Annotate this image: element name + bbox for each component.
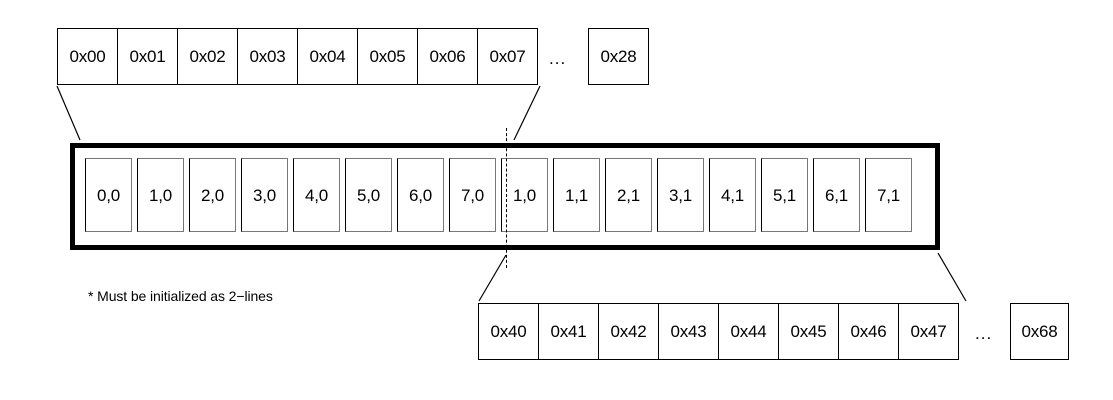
leader-line-bottom-left bbox=[478, 254, 507, 302]
cache-cell: 0,0 bbox=[85, 158, 132, 232]
leader-line-top-right bbox=[513, 85, 541, 141]
cache-cell: 7,1 bbox=[865, 158, 912, 232]
address-cell: 0x46 bbox=[838, 303, 899, 360]
address-cell: 0x00 bbox=[57, 28, 118, 85]
address-cell: 0x42 bbox=[598, 303, 659, 360]
cache-cell: 1,1 bbox=[553, 158, 600, 232]
address-cell: 0x40 bbox=[478, 303, 539, 360]
address-cell: 0x03 bbox=[237, 28, 298, 85]
cache-cell: 4,0 bbox=[293, 158, 340, 232]
address-cell: 0x47 bbox=[898, 303, 959, 360]
cache-cell-row: 0,0 1,0 2,0 3,0 4,0 5,0 6,0 7,0 1,0 1,1 … bbox=[85, 158, 912, 232]
cache-cell: 6,1 bbox=[813, 158, 860, 232]
cache-cell: 2,0 bbox=[189, 158, 236, 232]
leader-line-bottom-right bbox=[937, 252, 967, 302]
cache-line-divider bbox=[506, 128, 507, 268]
address-cell: 0x04 bbox=[297, 28, 358, 85]
address-cell: 0x41 bbox=[538, 303, 599, 360]
cache-cell: 1,0 bbox=[137, 158, 184, 232]
address-cell: 0x44 bbox=[718, 303, 779, 360]
cache-cell: 7,0 bbox=[449, 158, 496, 232]
leader-line-top-left bbox=[56, 85, 81, 141]
address-cell: 0x01 bbox=[117, 28, 178, 85]
address-cell: 0x06 bbox=[417, 28, 478, 85]
bottom-address-strip: 0x40 0x41 0x42 0x43 0x44 0x45 0x46 0x47 bbox=[478, 303, 959, 360]
top-strip-ellipsis: ... bbox=[549, 49, 567, 68]
address-cell: 0x05 bbox=[357, 28, 418, 85]
cache-cell: 3,0 bbox=[241, 158, 288, 232]
footnote-text: * Must be initialized as 2−lines bbox=[88, 288, 273, 304]
address-cell: 0x07 bbox=[477, 28, 538, 85]
cache-cell: 4,1 bbox=[709, 158, 756, 232]
bottom-strip-last-address-cell: 0x68 bbox=[1010, 303, 1069, 360]
address-cell: 0x43 bbox=[658, 303, 719, 360]
address-cell: 0x02 bbox=[177, 28, 238, 85]
cache-cell: 5,1 bbox=[761, 158, 808, 232]
cache-cell: 2,1 bbox=[605, 158, 652, 232]
top-address-strip: 0x00 0x01 0x02 0x03 0x04 0x05 0x06 0x07 bbox=[57, 28, 538, 85]
cache-cell: 5,0 bbox=[345, 158, 392, 232]
cache-cell: 1,0 bbox=[501, 158, 548, 232]
cache-cell: 3,1 bbox=[657, 158, 704, 232]
bottom-strip-ellipsis: ... bbox=[975, 324, 993, 343]
cache-buffer: 0,0 1,0 2,0 3,0 4,0 5,0 6,0 7,0 1,0 1,1 … bbox=[70, 143, 940, 250]
top-strip-last-address-cell: 0x28 bbox=[588, 28, 649, 85]
cache-cell: 6,0 bbox=[397, 158, 444, 232]
address-cell: 0x45 bbox=[778, 303, 839, 360]
